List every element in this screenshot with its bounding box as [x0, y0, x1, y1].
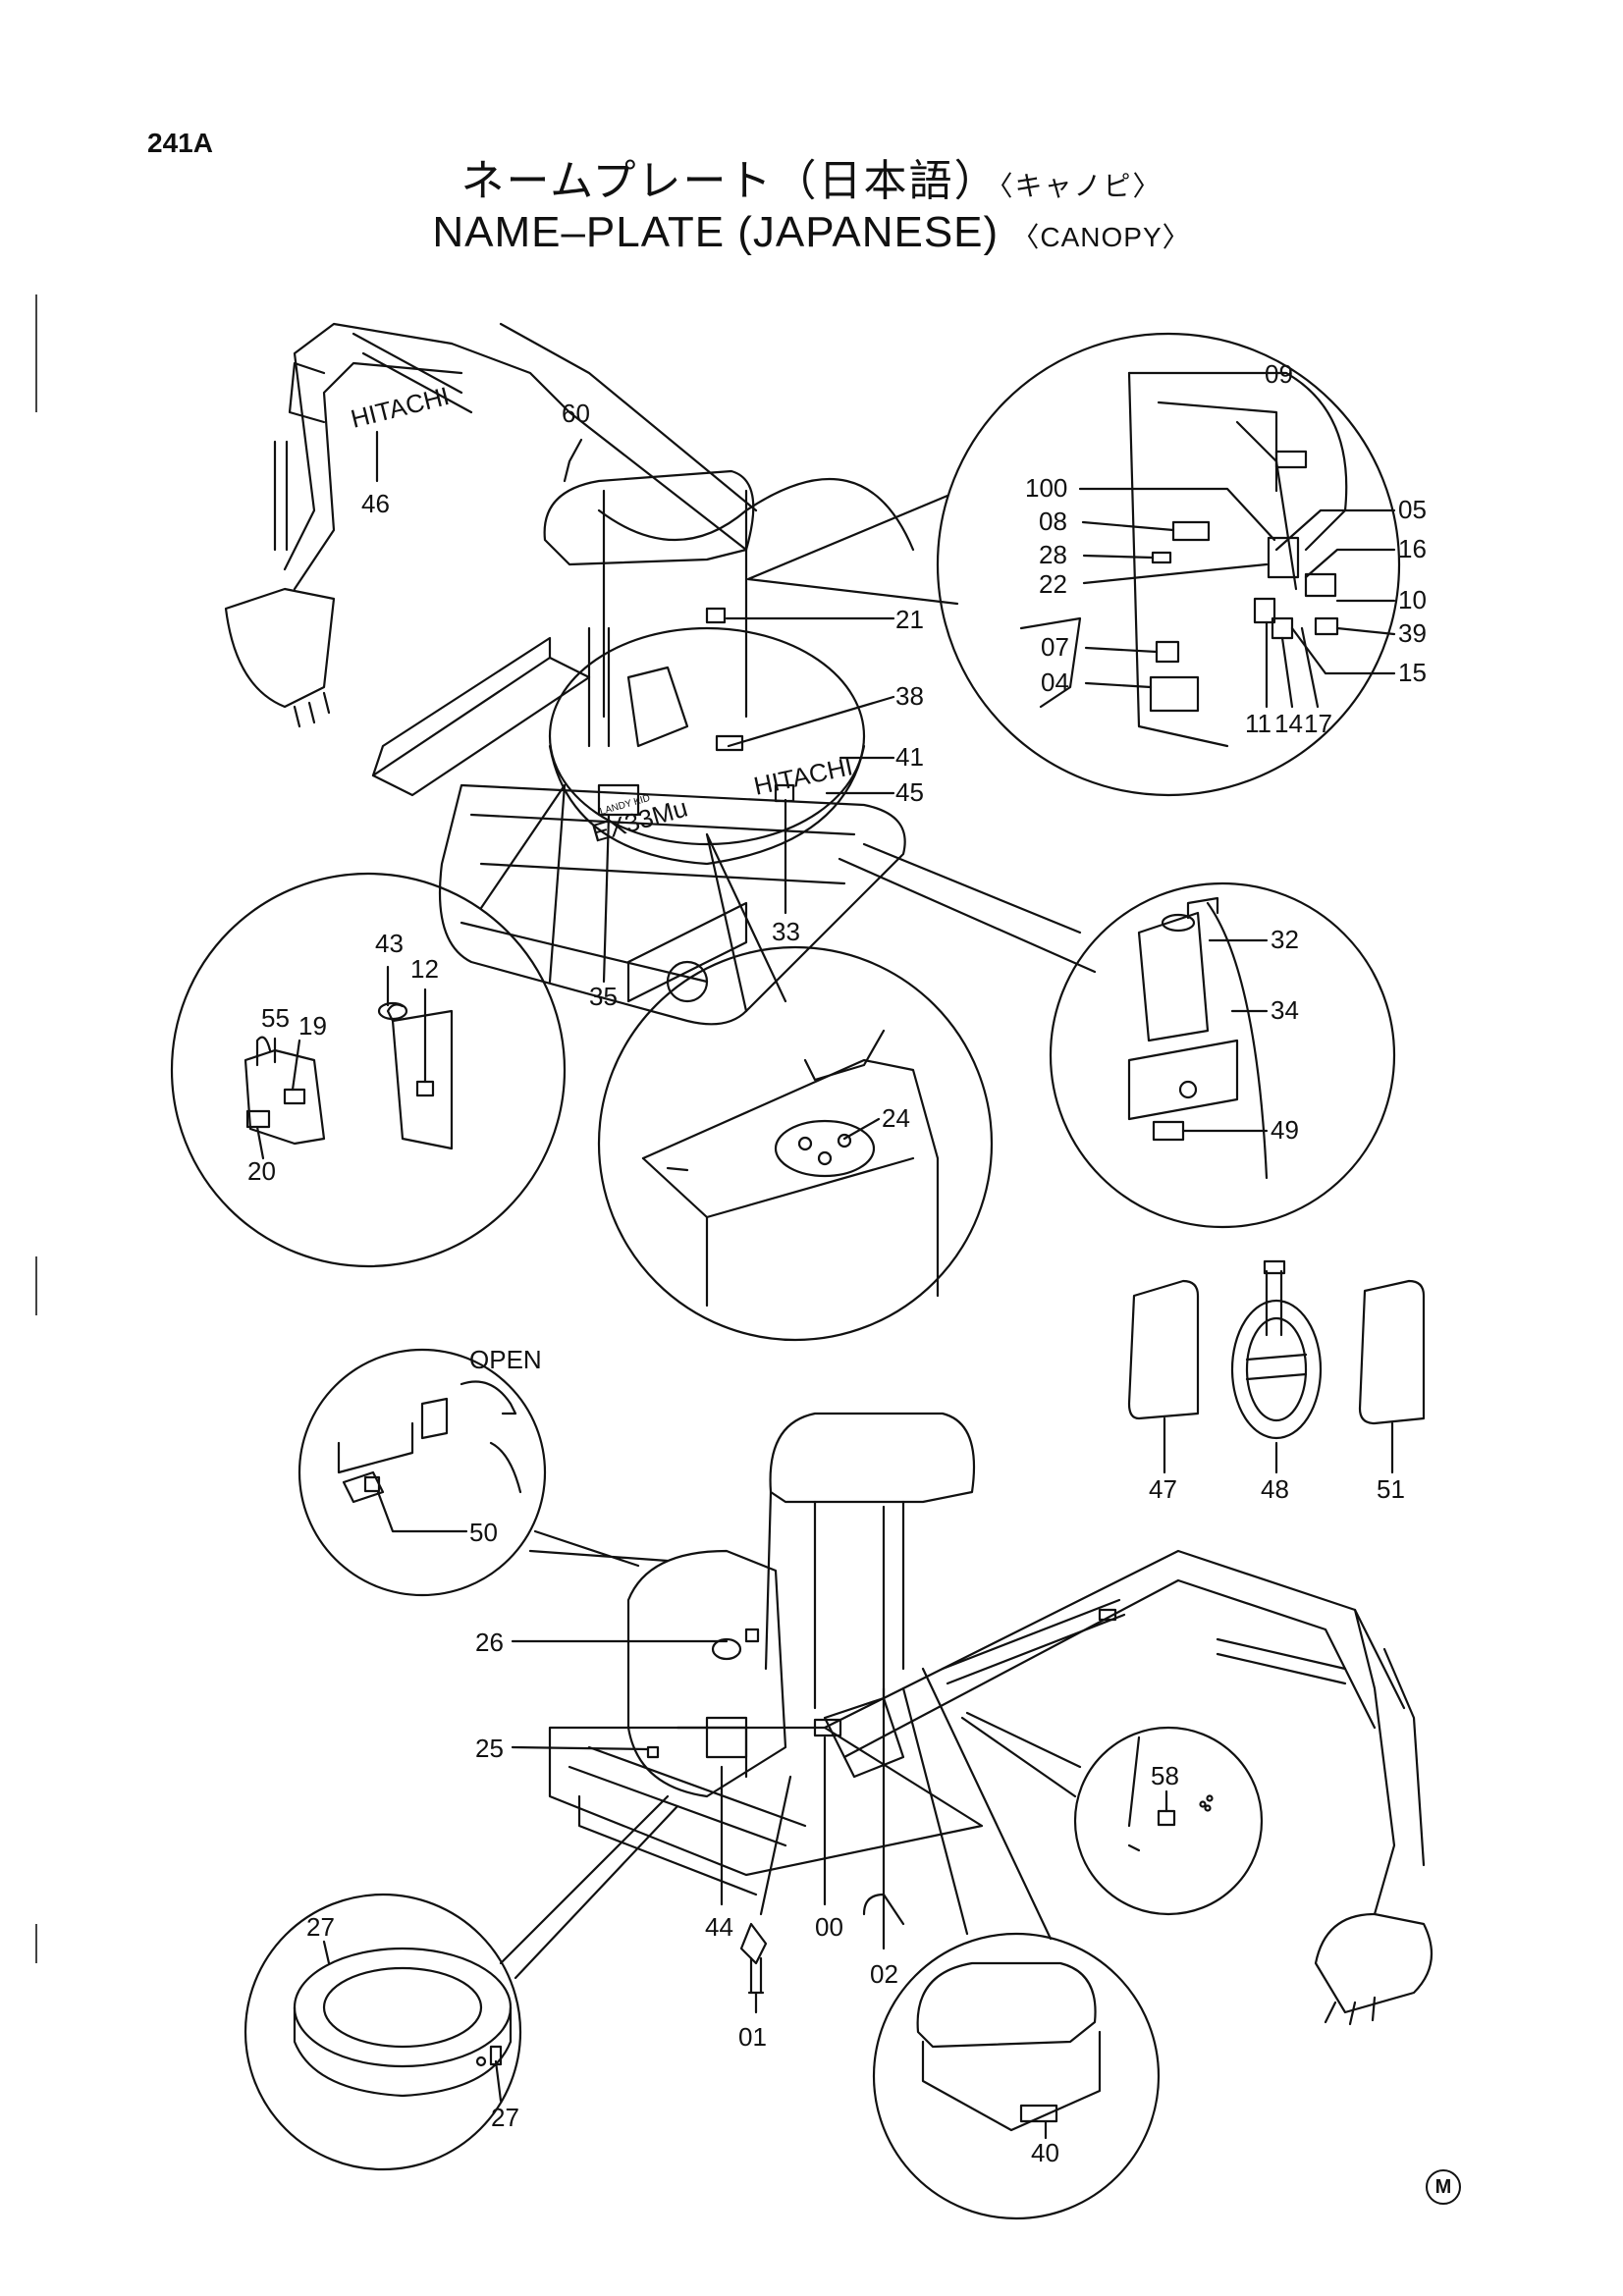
callout-100: 100	[1025, 473, 1067, 503]
seat-detail-illustration	[916, 1961, 1102, 2132]
callout-01: 01	[738, 2022, 767, 2052]
title-japanese-sub: 〈キャノピ〉	[999, 170, 1163, 202]
callout-40: 40	[1031, 2138, 1059, 2167]
seat-detail-circle	[872, 1932, 1161, 2220]
bearing-detail-leaders	[322, 1940, 503, 2103]
callout-38: 38	[895, 681, 924, 711]
arm-detail-pointer	[960, 1711, 1082, 1798]
callout-28: 28	[1039, 540, 1067, 569]
right-detail-pointer	[838, 842, 1097, 974]
cab-detail-circle	[936, 332, 1401, 797]
callout-labels: 46 60 21 38 41 45 33 35 09 100 08 28 22 …	[247, 359, 1427, 2167]
callout-25: 25	[475, 1734, 504, 1763]
margin-rule	[35, 1924, 37, 1963]
callout-27-bottom: 27	[491, 2103, 519, 2132]
callout-11: 11	[1245, 709, 1271, 738]
manual-mark-icon: M	[1426, 2169, 1461, 2205]
callout-39: 39	[1398, 618, 1427, 648]
callout-17: 17	[1304, 709, 1332, 738]
callout-02: 02	[870, 1959, 898, 1989]
center-detail-circle	[597, 945, 994, 1342]
callout-33: 33	[772, 917, 800, 946]
callout-47: 47	[1149, 1474, 1177, 1504]
callout-45: 45	[895, 777, 924, 807]
bearing-detail-illustration	[293, 1947, 513, 2098]
callout-27-top: 27	[306, 1912, 335, 1942]
open-detail-leader	[376, 1490, 468, 1533]
callout-15: 15	[1398, 658, 1427, 687]
callout-60: 60	[562, 399, 590, 428]
loose-parts	[1127, 1259, 1426, 1474]
boom-brand-text: HITACHI	[348, 381, 452, 434]
margin-rule	[35, 294, 37, 412]
callout-35: 35	[589, 982, 618, 1011]
callout-32: 32	[1271, 925, 1299, 954]
callout-41: 41	[895, 742, 924, 772]
open-label: OPEN	[469, 1345, 542, 1374]
callout-21: 21	[895, 605, 924, 634]
title-japanese-main: ネームプレート（日本語）	[460, 156, 1000, 206]
callout-51: 51	[1377, 1474, 1405, 1504]
cab-detail-pointer	[746, 494, 959, 606]
callout-05: 05	[1398, 495, 1427, 524]
center-detail-pointer	[705, 832, 787, 1013]
seat-detail-pointer	[901, 1667, 1053, 1941]
center-detail-leader	[842, 1117, 881, 1141]
arm-detail-circle	[1073, 1726, 1264, 1916]
callout-46: 46	[361, 489, 390, 518]
callout-43: 43	[375, 929, 404, 958]
callout-19: 19	[298, 1011, 327, 1041]
upper-leaders	[375, 430, 895, 984]
margin-rule	[35, 1256, 37, 1315]
arm-detail-illustration	[1127, 1735, 1214, 1852]
callout-44: 44	[705, 1912, 733, 1942]
callout-34: 34	[1271, 995, 1299, 1025]
callout-50: 50	[469, 1518, 498, 1547]
right-detail-circle	[1049, 881, 1396, 1229]
open-detail-pointer	[528, 1529, 670, 1568]
left-detail-leaders	[255, 965, 427, 1160]
bearing-detail-circle	[243, 1893, 522, 2171]
page-number: 241A	[147, 128, 213, 158]
lower-excavator-illustration	[548, 1412, 1434, 2026]
callout-20: 20	[247, 1156, 276, 1186]
left-detail-pointer	[479, 783, 567, 984]
callout-04: 04	[1041, 667, 1069, 697]
callout-48: 48	[1261, 1474, 1289, 1504]
callout-24: 24	[882, 1103, 910, 1133]
callout-16: 16	[1398, 534, 1427, 563]
title-english-sub: 〈CANOPY〉	[1011, 222, 1191, 252]
lower-leaders	[511, 1639, 886, 2014]
callout-58: 58	[1151, 1761, 1179, 1790]
callout-49: 49	[1271, 1115, 1299, 1145]
callout-14: 14	[1274, 709, 1303, 738]
callout-09: 09	[1265, 359, 1293, 389]
title-english: NAME–PLATE (JAPANESE) 〈CANOPY〉	[0, 208, 1623, 257]
bearing-detail-pointer	[499, 1794, 679, 1980]
callout-10: 10	[1398, 585, 1427, 614]
cab-detail-illustration	[1019, 371, 1348, 748]
upper-excavator-illustration	[224, 322, 915, 1026]
cab-detail-leaders	[1078, 487, 1396, 709]
callout-00: 00	[815, 1912, 843, 1942]
callout-22: 22	[1039, 569, 1067, 599]
right-detail-illustration	[1127, 896, 1269, 1180]
left-detail-circle	[170, 872, 567, 1268]
callout-07: 07	[1041, 632, 1069, 662]
title-english-main: NAME–PLATE (JAPANESE)	[432, 208, 1000, 256]
callout-08: 08	[1039, 507, 1067, 536]
callout-12: 12	[410, 954, 439, 984]
title-japanese: ネームプレート（日本語）〈キャノピ〉	[0, 145, 1623, 208]
callout-26: 26	[475, 1628, 504, 1657]
open-detail-illustration	[337, 1380, 522, 1504]
center-detail-illustration	[641, 1029, 940, 1308]
callout-55: 55	[261, 1003, 290, 1033]
open-detail-circle	[298, 1348, 547, 1597]
right-detail-leaders	[1181, 938, 1269, 1133]
